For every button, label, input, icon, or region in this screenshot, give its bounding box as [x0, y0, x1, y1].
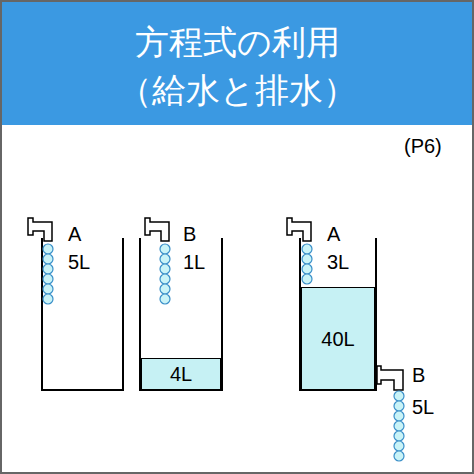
water-drop	[43, 264, 53, 274]
title-band	[0, 0, 474, 125]
water-drop	[43, 244, 53, 254]
tap-label: 3L	[327, 252, 349, 272]
tap-label: A	[327, 224, 340, 244]
water-drop	[43, 294, 53, 304]
water-drop	[394, 451, 404, 461]
water-drop	[302, 244, 312, 254]
water-drop	[43, 254, 53, 264]
tap-label: A	[68, 224, 81, 244]
water-drop	[394, 441, 404, 451]
tank-outline	[42, 238, 123, 390]
tap-label: 1L	[183, 252, 205, 272]
tank-outline	[300, 238, 376, 390]
water-drop	[302, 274, 312, 284]
faucet-symbol	[145, 218, 169, 241]
water-volume: 4L	[141, 358, 221, 390]
water-drop	[160, 254, 170, 264]
water-drops	[43, 244, 53, 304]
water-drop	[394, 401, 404, 411]
water-drops	[394, 391, 404, 461]
water-drop	[160, 294, 170, 304]
water-drop	[160, 244, 170, 254]
faucet-symbol	[287, 218, 311, 241]
water-drop	[302, 254, 312, 264]
tank-outline	[140, 238, 222, 390]
water-drop	[394, 391, 404, 401]
water-drop	[394, 421, 404, 431]
volume-label: 4L	[170, 364, 192, 384]
tap-label: B	[183, 224, 196, 244]
page-number: (P6)	[404, 136, 442, 156]
water-drops	[160, 244, 170, 304]
water-drop	[43, 284, 53, 294]
title-text: 方程式の利用 （給水と排水）	[37, 18, 437, 114]
water-drop	[394, 431, 404, 441]
water-drop	[43, 274, 53, 284]
water-drop	[302, 264, 312, 274]
tap-label: 5L	[68, 252, 90, 272]
faucet-symbol	[28, 218, 52, 241]
volume-label: 40L	[321, 329, 354, 349]
water-drop	[160, 274, 170, 284]
water-drop	[394, 411, 404, 421]
water-drops	[302, 244, 312, 284]
drain-tap-symbol	[377, 366, 403, 390]
water-volume: 40L	[301, 287, 375, 390]
tap-label: B	[412, 365, 425, 385]
water-drop	[160, 284, 170, 294]
tap-label: 5L	[412, 397, 434, 417]
water-drop	[160, 264, 170, 274]
